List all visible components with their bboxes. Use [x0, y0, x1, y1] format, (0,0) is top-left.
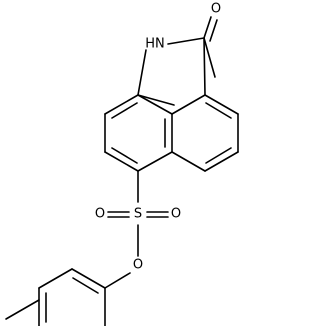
bond-c2-o-2 [209, 19, 218, 42]
bond-c8a-c2a [171, 94, 206, 115]
bond-c5-c5a [171, 151, 206, 172]
atom-label-amide-nitrogen: HN [145, 37, 165, 52]
bond-c2a-c2 [203, 37, 206, 96]
bond-n-c8b [137, 49, 147, 96]
chemical-structure-diagram: O HN S O O O [5, 2, 239, 326]
double-bond-t1-t2 [72, 277, 99, 294]
atom-label-sulfur: S [134, 207, 142, 222]
atom-label-carbonyl-oxygen: O [211, 2, 221, 17]
double-bond-c2a-c3 [205, 102, 232, 119]
bond-c8b-c8 [104, 94, 139, 115]
bond-c2-o-1 [203, 16, 212, 39]
bond-o-aryl [104, 272, 131, 289]
bond-c8b-c2a-inner [137, 94, 175, 106]
atom-label-ester-oxygen: O [133, 258, 143, 273]
bond-c2a-c3 [204, 94, 239, 115]
right-aromatic-ring-bonds [171, 37, 239, 172]
bond-c8a-c8b [137, 94, 173, 115]
lactam-ring-bonds [137, 37, 216, 106]
atom-label-sulfonyl-oxygen-left: O [95, 207, 105, 222]
bond-c4-c5 [204, 151, 239, 172]
double-bond-c8b-c8 [111, 102, 138, 119]
bond-c2-c2a [203, 37, 216, 78]
bond-methyl [5, 299, 40, 320]
bond-t2-t3 [38, 268, 73, 289]
sulfonyl-bonds [107, 211, 169, 218]
bond-t1-t2 [71, 268, 106, 289]
double-bond-c4-c5 [205, 147, 232, 164]
double-bond-c7-c6 [111, 147, 138, 164]
left-aromatic-ring-bonds [104, 94, 173, 172]
carbonyl-bonds [203, 16, 218, 42]
bond-c6-c5a [137, 151, 173, 172]
bond-c7-c6 [104, 151, 139, 172]
atom-label-sulfonyl-oxygen-right: O [171, 207, 181, 222]
bond-n-c2 [167, 37, 205, 45]
tolyl-ring-bonds [38, 268, 106, 326]
